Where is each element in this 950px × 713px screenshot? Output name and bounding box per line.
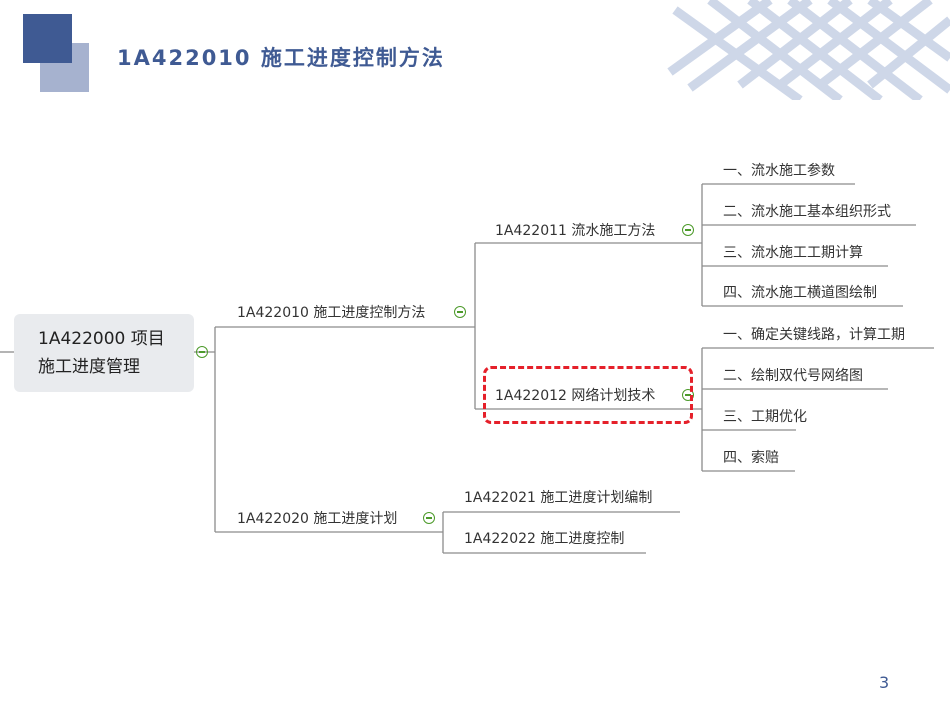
highlight-dashed-box [483,366,693,424]
node-1a422022[interactable]: 1A422022 施工进度控制 [464,531,625,547]
node-1a422010[interactable]: 1A422010 施工进度控制方法 [237,305,426,321]
page-number: 3 [879,673,890,692]
node-network-4[interactable]: 四、索赔 [723,450,779,466]
root-node-label: 1A422000 项目 施工进度管理 [38,325,165,381]
node-1a422020[interactable]: 1A422020 施工进度计划 [237,511,398,527]
node-1a422021[interactable]: 1A422021 施工进度计划编制 [464,490,653,506]
collapse-1a422010-icon[interactable] [454,306,466,318]
collapse-1a422011-icon[interactable] [682,224,694,236]
node-liushui-2[interactable]: 二、流水施工基本组织形式 [723,204,891,220]
node-liushui-4[interactable]: 四、流水施工横道图绘制 [723,285,877,301]
node-network-2[interactable]: 二、绘制双代号网络图 [723,368,863,384]
root-label-line1: 1A422000 项目 [38,329,165,349]
title-decoration-square-dark [23,14,72,63]
root-node[interactable] [14,314,194,392]
root-label-line2: 施工进度管理 [38,357,140,377]
node-liushui-1[interactable]: 一、流水施工参数 [723,163,835,179]
collapse-1a422020-icon[interactable] [423,512,435,524]
collapse-root-icon[interactable] [196,346,208,358]
collapse-1a422012-icon[interactable] [682,389,694,401]
node-1a422011[interactable]: 1A422011 流水施工方法 [495,223,656,239]
node-network-3[interactable]: 三、工期优化 [723,409,807,425]
node-liushui-3[interactable]: 三、流水施工工期计算 [723,245,863,261]
slide-title: 1A422010 施工进度控制方法 [117,46,445,70]
corner-pattern-decoration [667,0,950,100]
node-network-1[interactable]: 一、确定关键线路，计算工期 [723,327,905,343]
node-1a422012[interactable]: 1A422012 网络计划技术 [495,388,656,404]
